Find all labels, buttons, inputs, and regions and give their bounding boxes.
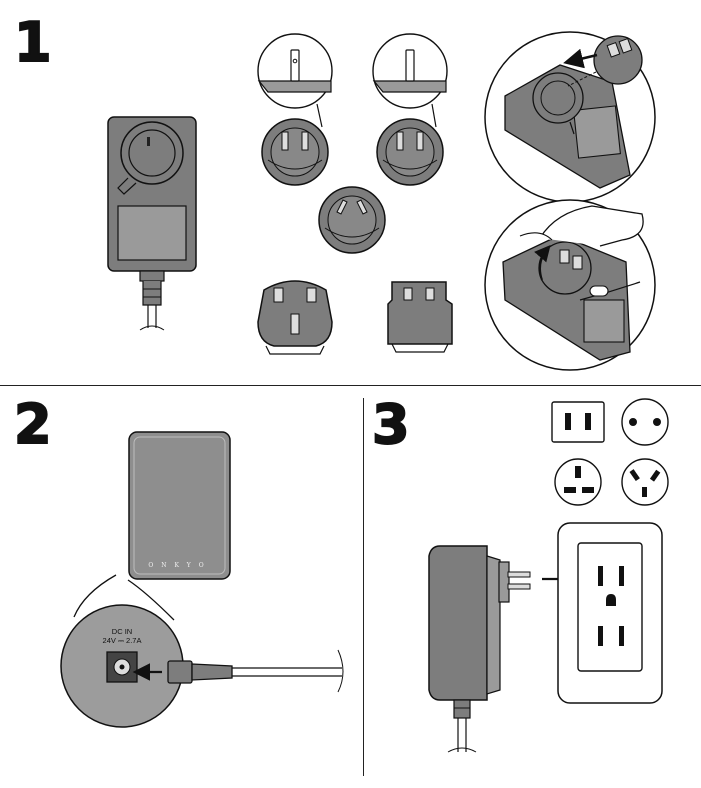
dc-plug-cable <box>132 649 344 693</box>
port-zoom-circle <box>60 574 184 728</box>
eu-plug-head <box>387 281 453 353</box>
socket-type-eu <box>621 398 669 446</box>
step-number-3: 3 <box>371 393 411 456</box>
adapter-with-socket <box>107 116 197 331</box>
au-plug-head <box>318 186 386 254</box>
adapter-plugging-in <box>428 545 585 753</box>
dc-in-title: DC IN <box>111 627 133 636</box>
us-plug-head-left <box>261 118 329 186</box>
device-brand-label: ONKYO <box>148 562 212 569</box>
dc-in-label: DC IN 24V ⎓ 2.7A <box>82 627 162 645</box>
step-number-2: 2 <box>13 393 53 456</box>
onkyo-device <box>128 431 231 580</box>
section-divider-horizontal <box>0 385 701 386</box>
step-number-1: 1 <box>13 11 53 74</box>
us-plug-head-right <box>376 118 444 186</box>
rotate-plug-zoom <box>484 199 656 371</box>
socket-type-uk <box>554 458 602 506</box>
socket-type-us <box>551 401 605 443</box>
attach-plug-zoom <box>484 31 656 203</box>
dc-in-rating: 24V ⎓ 2.7A <box>102 636 142 645</box>
wall-outlet <box>557 522 663 704</box>
plug-zoom-left <box>257 33 333 128</box>
uk-plug-head <box>257 280 333 355</box>
plug-zoom-right <box>372 33 448 128</box>
socket-type-au <box>621 458 669 506</box>
section-divider-vertical <box>363 398 364 776</box>
